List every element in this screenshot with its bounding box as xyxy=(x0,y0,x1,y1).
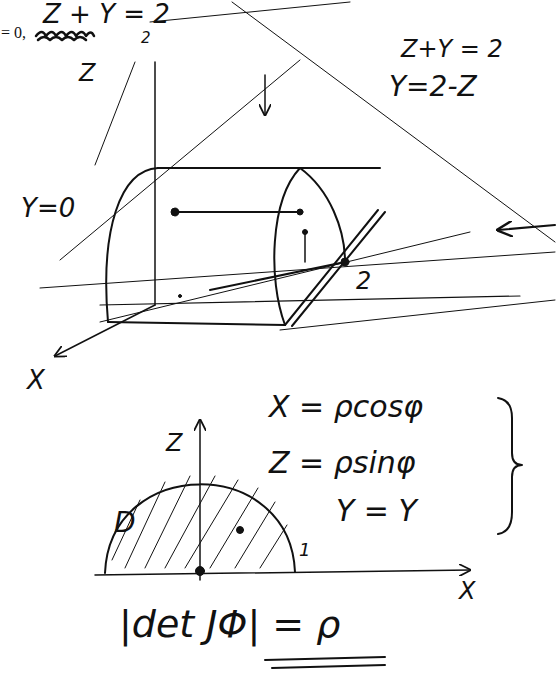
coordinate-formula: Z = ρsinφ xyxy=(268,446,417,479)
underline xyxy=(272,665,385,668)
plane-lines xyxy=(40,2,555,330)
plane-equation: Z+Y = 2 xyxy=(400,36,504,62)
inner-segments xyxy=(171,208,349,298)
axis-tick: 2 xyxy=(355,268,372,294)
coordinate-formula: Y = Y xyxy=(335,494,418,527)
brace xyxy=(498,398,522,534)
hatching xyxy=(112,476,287,568)
axis-label: X xyxy=(26,366,46,395)
x-axis xyxy=(95,570,470,575)
axis-label: Z xyxy=(165,430,183,456)
axis-tick: 1 xyxy=(298,540,311,560)
x-axis xyxy=(55,305,155,356)
region-label: D xyxy=(113,508,137,539)
plane-equation: Y=2-Z xyxy=(388,72,478,103)
z-axis xyxy=(199,420,201,580)
equation-fragment: = 0, xyxy=(0,24,27,42)
jacobian-formula: |det JΦ| = ρ xyxy=(118,604,341,646)
plane-equation: Y=0 xyxy=(20,194,76,223)
underline xyxy=(265,657,385,660)
z-axis xyxy=(154,62,156,305)
plane-equation: Z + Y = 2 xyxy=(42,0,171,29)
axis-label: X xyxy=(458,578,476,604)
scribble xyxy=(36,32,94,40)
view-arrow xyxy=(264,75,266,115)
coordinate-formula: X = ρcosφ xyxy=(268,390,424,423)
origin-dot xyxy=(196,567,205,576)
axis-tick: 2 xyxy=(140,30,152,47)
axis-label: Z xyxy=(78,60,96,86)
view-arrow xyxy=(498,225,555,230)
half-disk xyxy=(105,484,295,573)
half-cylinder xyxy=(106,168,385,326)
point-dot xyxy=(237,527,244,534)
